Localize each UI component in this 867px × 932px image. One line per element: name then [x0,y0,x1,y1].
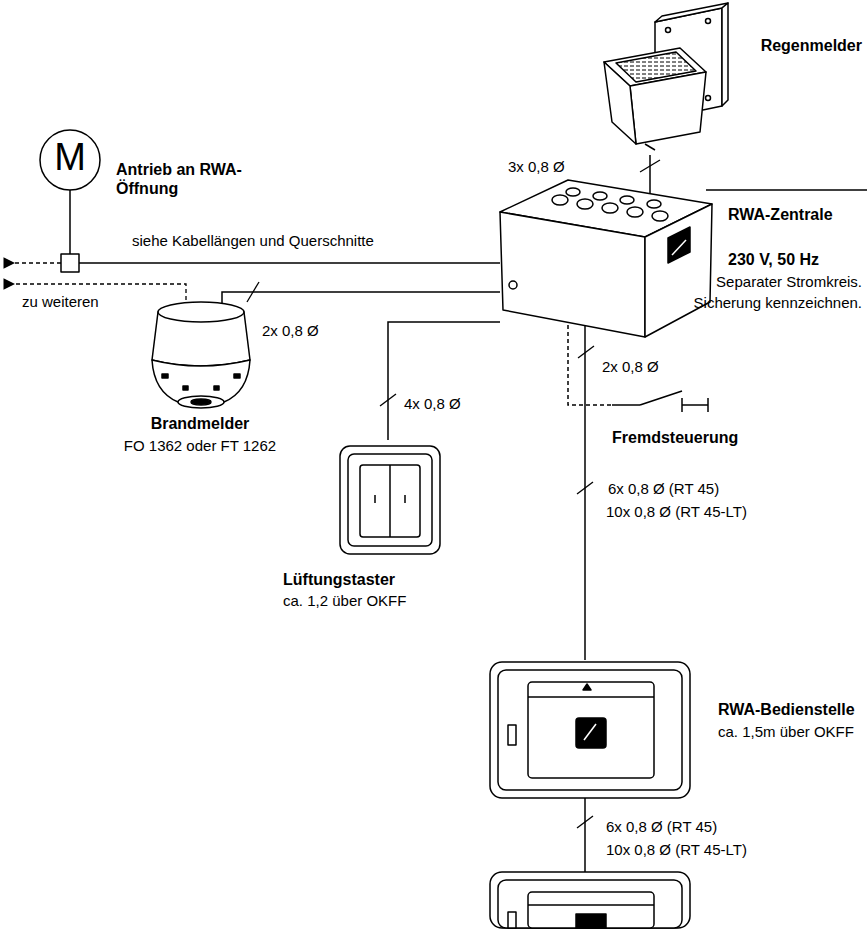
cable [584,798,586,872]
cable-line [222,292,500,308]
mains-line [706,189,867,191]
cable-label: 6x 0,8 Ø (RT 45) [606,480,721,498]
node-title: RWA-Zentrale [728,205,833,224]
cable-label: 3x 0,8 Ø [506,158,567,176]
vent-switch-node: Lüftungstasterca. 1,2 über OKFF [340,440,440,556]
motor-node: MAntrieb an RWA-Öffnung [40,130,100,190]
junction-box [61,254,79,272]
switch-symbol [612,391,708,412]
cable-label: siehe Kabellängen und Querschnitte [130,232,376,250]
annotation: 6x 0,8 Ø (RT 45) [606,818,717,836]
smoke-detector-node: BrandmelderFO 1362 oder FT 1262 [150,300,252,408]
vent-switch [340,446,440,554]
annotation: Sicherung kennzeichnen. [694,294,862,312]
cable-label: 4x 0,8 Ø [402,395,463,413]
rain-sensor [604,3,728,144]
node-title: Regenmelder [761,36,862,55]
cable-line [388,322,500,440]
control-cabinet-node: RWA-Zentrale [500,200,712,336]
node-note: ca. 1,2 über OKFF [283,592,406,610]
node-title: RWA-Bedienstelle [718,700,855,719]
node-title: M [40,135,100,181]
node-title: Lüftungstaster [283,570,395,589]
external-control-node: Fremdsteuerung [612,390,710,418]
annotation: 230 V, 50 Hz [728,250,819,269]
node-title: Brandmelder [100,414,300,433]
cable-label: 2x 0,8 Ø [600,358,661,376]
cable-label: 2x 0,8 Ø [260,322,321,340]
node-note: ca. 1,5m über OKFF [718,723,854,741]
rain-sensor-node: Regenmelder [592,5,762,155]
control-cabinet [500,180,712,337]
annotation: 10x 0,8 Ø (RT 45-LT) [606,503,747,521]
motor-symbol [40,130,100,190]
node-note: Antrieb an RWA-Öffnung [116,160,244,198]
annotation: zu weiteren [22,293,99,311]
cable-line [584,326,586,660]
cable-line [70,190,500,263]
node-note: FO 1362 oder FT 1262 [80,437,320,455]
control-station [490,662,690,798]
sensor-stem [645,144,655,150]
node-title: Fremdsteuerung [612,428,738,447]
continuation-line [14,262,61,263]
smoke-detector [152,302,250,408]
annotation: 10x 0,8 Ø (RT 45-LT) [606,841,747,859]
control-station [490,872,690,928]
control-station-node: RWA-Bedienstelleca. 1,5m über OKFF [490,660,690,800]
cable-tick [247,160,660,828]
annotation: Separater Stromkreis. [716,273,862,291]
